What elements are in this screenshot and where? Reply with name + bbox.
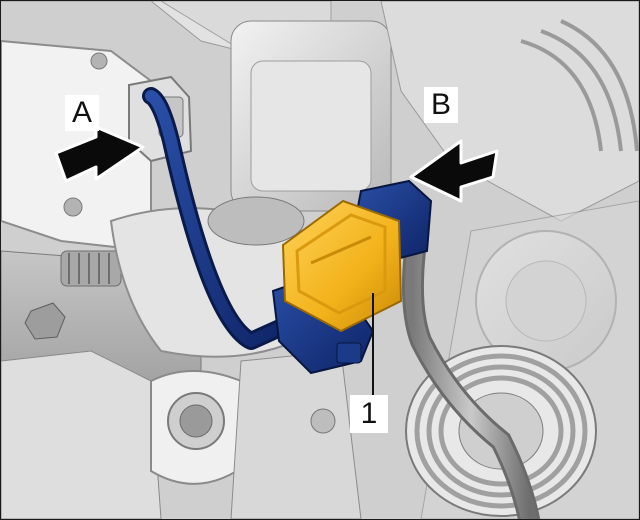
arrow-a-icon — [54, 125, 145, 183]
arrow-b-icon — [409, 139, 499, 203]
callout-label-part-1: 1 — [350, 395, 388, 433]
callout-label-a: A — [65, 95, 100, 131]
callout-label-b: B — [424, 87, 459, 123]
